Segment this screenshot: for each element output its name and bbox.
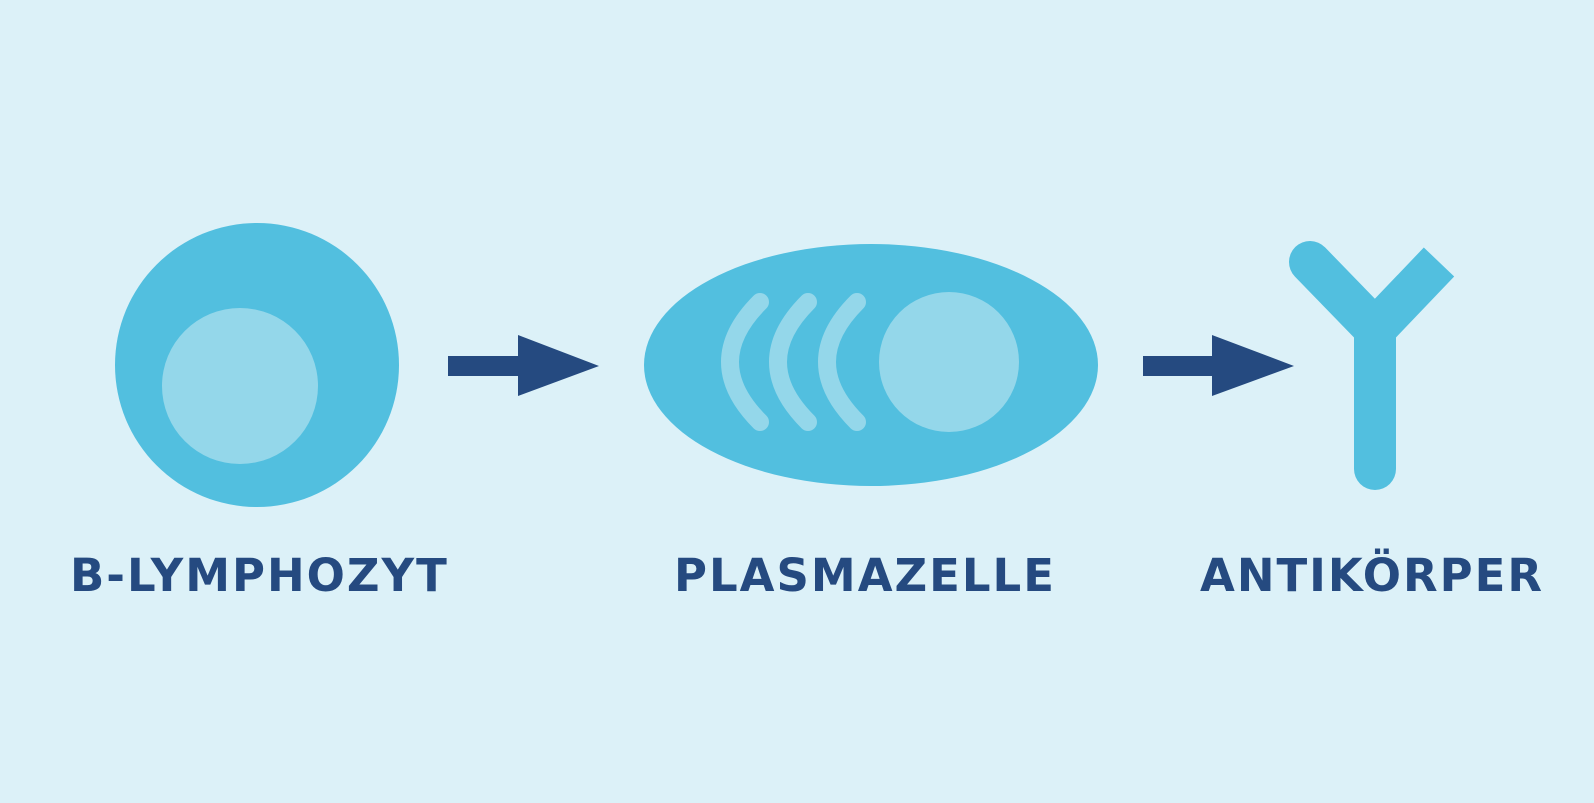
- plasma-cell-nucleus: [879, 292, 1019, 432]
- b-lymphocyte-icon: [115, 223, 399, 507]
- plasma-cell-body: [644, 244, 1098, 486]
- arrow-head: [1212, 335, 1294, 396]
- plasma-cell-icon: [644, 244, 1098, 486]
- arrow-shaft: [1143, 356, 1215, 376]
- arrow-head: [518, 335, 599, 396]
- b-lymphocyte-nucleus: [162, 308, 318, 464]
- label-antibody: ANTIKÖRPER: [1200, 549, 1545, 602]
- antibody-icon: [1289, 241, 1455, 490]
- arrow-shaft: [448, 356, 520, 376]
- arrow-right-icon: [448, 335, 599, 396]
- arrow-right-icon: [1143, 335, 1294, 396]
- antibody-shape: [1289, 241, 1455, 490]
- label-b-lymphocyte: B-LYMPHOZYT: [70, 549, 449, 602]
- endoplasmic-reticulum-arc-3: [818, 293, 866, 431]
- endoplasmic-reticulum-arc-1: [721, 293, 769, 431]
- endoplasmic-reticulum-arc-2: [769, 293, 817, 431]
- label-plasma-cell: PLASMAZELLE: [674, 549, 1056, 602]
